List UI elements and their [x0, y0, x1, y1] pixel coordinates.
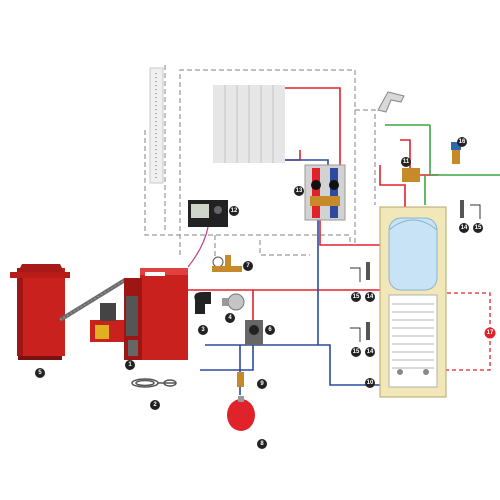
thermostatic-valve — [222, 293, 245, 311]
badge-14c: 14 — [365, 347, 375, 357]
badge-14b: 14 — [365, 292, 375, 302]
faucet — [377, 91, 405, 113]
badge-6: 6 — [265, 325, 275, 335]
badge-label: 8 — [260, 441, 264, 447]
badge-17: 17 — [484, 327, 496, 339]
radiator — [213, 85, 285, 163]
badge-label: 1 — [128, 362, 132, 368]
badge-3: 3 — [198, 325, 208, 335]
badge-label: 14 — [461, 225, 468, 231]
controller — [188, 200, 228, 227]
badge-12: 12 — [229, 206, 239, 216]
thermometers — [366, 200, 464, 340]
heating-pump-station — [304, 164, 346, 221]
pellet-hopper — [10, 264, 70, 360]
badge-15b: 15 — [351, 292, 361, 302]
badge-4: 4 — [225, 313, 235, 323]
badge-11: 11 — [401, 157, 411, 167]
badge-label: 4 — [228, 315, 232, 321]
expansion-vessel — [227, 396, 255, 431]
badge-label: 13 — [296, 188, 303, 194]
badge-label: 11 — [403, 159, 410, 165]
cold-water-pipes — [385, 124, 500, 205]
controller-cable — [187, 226, 209, 268]
badge-label: 10 — [367, 380, 374, 386]
vessel-connector — [237, 372, 244, 387]
badge-16: 16 — [457, 137, 467, 147]
return-pipes — [200, 159, 380, 395]
relief-valve — [451, 142, 461, 164]
pellet-auger — [58, 278, 127, 342]
outdoor-sensor — [149, 67, 164, 184]
badge-1: 1 — [125, 360, 135, 370]
badge-label: 7 — [246, 263, 250, 269]
buffer-tank — [379, 206, 447, 398]
signal-wiring — [144, 65, 376, 275]
sensor-cable — [131, 378, 177, 388]
badge-label: 9 — [260, 381, 264, 387]
badge-15c: 15 — [351, 347, 361, 357]
badge-label: 17 — [487, 330, 494, 336]
number-badges: 1 2 3 4 5 6 7 8 9 10 11 12 13 14 15 15 1… — [35, 137, 496, 449]
badge-8: 8 — [257, 439, 267, 449]
flue-pipe-elbow — [194, 292, 211, 314]
badge-label: 3 — [201, 327, 205, 333]
badge-label: 12 — [231, 208, 238, 214]
badge-10: 10 — [365, 378, 375, 388]
badge-9: 9 — [257, 379, 267, 389]
safety-group — [212, 255, 242, 272]
badge-5: 5 — [35, 368, 45, 378]
badge-label: 15 — [353, 294, 360, 300]
badge-label: 15 — [475, 225, 482, 231]
badge-2: 2 — [150, 400, 160, 410]
badge-label: 14 — [367, 349, 374, 355]
badge-label: 6 — [268, 327, 272, 333]
circulation-line — [440, 292, 491, 371]
immersion-sensors — [350, 204, 481, 342]
badge-label: 2 — [153, 402, 157, 408]
badge-7: 7 — [243, 261, 253, 271]
badge-15a: 15 — [473, 223, 483, 233]
badge-label: 15 — [353, 349, 360, 355]
badge-label: 5 — [38, 370, 42, 376]
badge-14a: 14 — [459, 223, 469, 233]
badge-label: 16 — [459, 139, 466, 145]
badge-label: 14 — [367, 294, 374, 300]
pellet-boiler — [124, 268, 188, 360]
badge-13: 13 — [294, 186, 304, 196]
mixing-valve — [402, 168, 420, 182]
pump-group — [245, 320, 263, 345]
